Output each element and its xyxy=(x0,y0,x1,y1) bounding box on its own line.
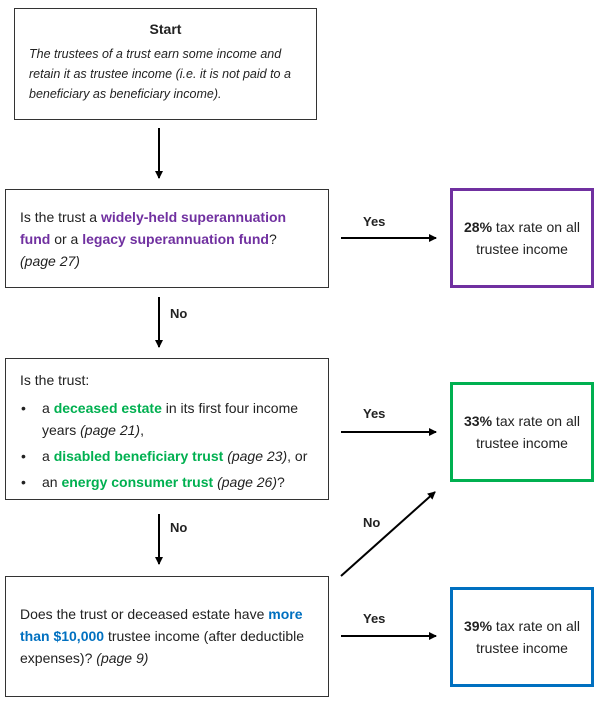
result-33-percent: 33% tax rate on all trustee income xyxy=(450,382,594,482)
item-page-ref: (page 21) xyxy=(80,422,141,438)
item-pre: an xyxy=(42,474,62,490)
q1-text-end: ? xyxy=(268,231,277,247)
q3-text: Does the trust or deceased estate have xyxy=(20,606,269,622)
result-rate: 28% xyxy=(464,219,493,235)
question-trust-type: Is the trust: a deceased estate in its f… xyxy=(5,358,329,500)
question-superannuation: Is the trust a widely-held superannuatio… xyxy=(5,189,329,288)
list-item: an energy consumer trust (page 26)? xyxy=(20,471,314,493)
result-rate: 39% xyxy=(464,618,493,634)
start-box: Start The trustees of a trust earn some … xyxy=(14,8,317,120)
result-rate: 33% xyxy=(464,413,493,429)
item-page-ref: (page 23) xyxy=(227,448,288,464)
result-text: tax rate on all trustee income xyxy=(476,219,580,257)
item-page-ref: (page 26) xyxy=(217,474,278,490)
item-end: , or xyxy=(287,448,308,464)
item-pre: a xyxy=(42,400,54,416)
q3-highlight-threshold: more than $10,000 xyxy=(20,606,303,644)
label-no-q3: No xyxy=(363,515,381,530)
label-yes-q1: Yes xyxy=(363,214,386,229)
q1-text-or: or a xyxy=(50,231,83,247)
q2-list: a deceased estate in its first four inco… xyxy=(20,397,314,493)
q1-text: Is the trust a xyxy=(20,209,101,225)
item-highlight: energy consumer trust xyxy=(61,474,214,490)
item-end: , xyxy=(140,422,144,438)
start-title: Start xyxy=(149,21,182,37)
q1-highlight-widely-held: widely-held superannuation fund xyxy=(20,209,287,247)
arrow-q3-no-to-r2 xyxy=(340,491,436,577)
item-post: in its first four income years xyxy=(42,400,299,438)
item-end: ? xyxy=(277,474,285,490)
result-39-percent: 39% tax rate on all trustee income xyxy=(450,587,594,687)
q1-page-ref: (page 27) xyxy=(20,253,80,269)
item-highlight: deceased estate xyxy=(53,400,162,416)
label-no-q1: No xyxy=(170,306,188,321)
label-yes-q3: Yes xyxy=(363,611,386,626)
q2-intro: Is the trust: xyxy=(20,372,90,388)
result-text: tax rate on all trustee income xyxy=(476,413,580,451)
q3-page-ref: (page 9) xyxy=(96,650,149,666)
question-income-threshold: Does the trust or deceased estate have m… xyxy=(5,576,329,697)
label-yes-q2: Yes xyxy=(363,406,386,421)
result-text: tax rate on all trustee income xyxy=(476,618,580,656)
q1-highlight-legacy: legacy superannuation fund xyxy=(82,231,269,247)
result-28-percent: 28% tax rate on all trustee income xyxy=(450,188,594,288)
start-text: The trustees of a trust earn some income… xyxy=(29,47,291,101)
q3-text-cont: trustee income (after deductible expense… xyxy=(20,628,305,666)
label-no-q2: No xyxy=(170,520,188,535)
list-item: a disabled beneficiary trust (page 23), … xyxy=(20,445,314,467)
item-pre: a xyxy=(42,448,54,464)
list-item: a deceased estate in its first four inco… xyxy=(20,397,314,441)
item-highlight: disabled beneficiary trust xyxy=(53,448,224,464)
